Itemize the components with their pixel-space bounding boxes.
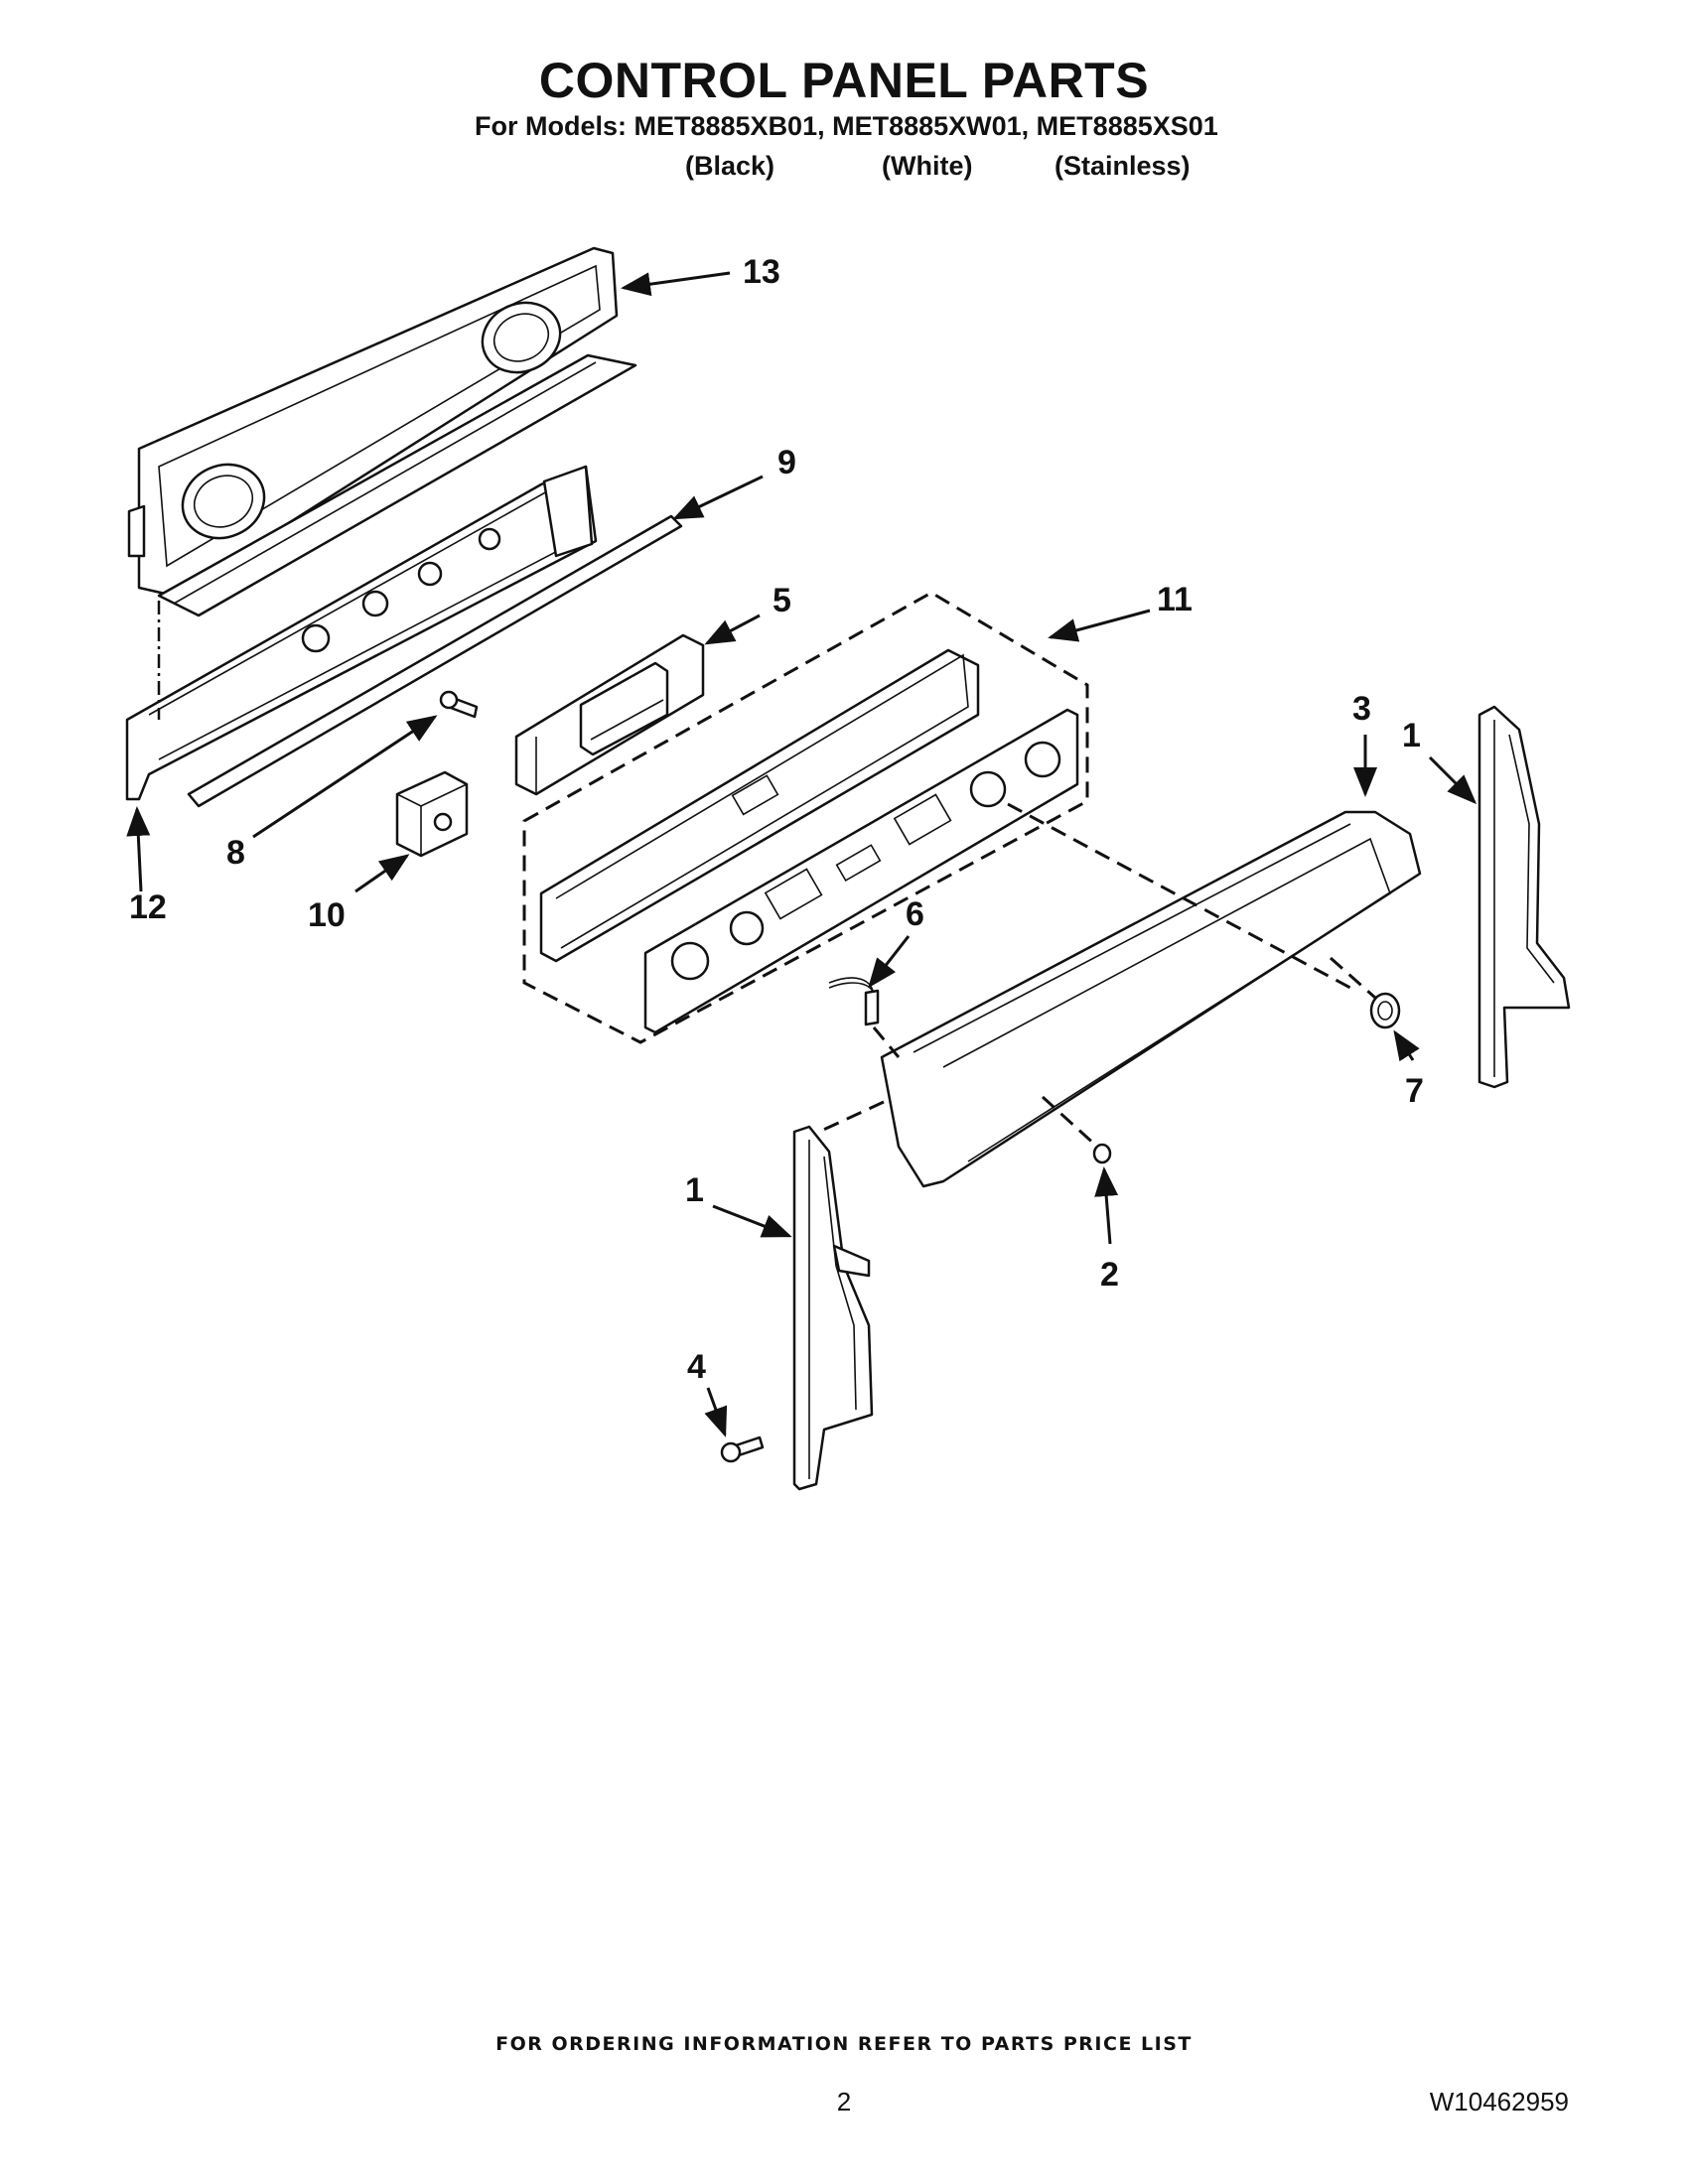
callout-8: 8 [226,834,245,872]
part-13-rear-panel [127,246,637,617]
ordering-note: FOR ORDERING INFORMATION REFER TO PARTS … [495,2033,1193,2055]
part-7-knob [1369,992,1401,1029]
variant-white: (White) [882,151,973,181]
part-10-switch [395,770,469,858]
part-9-trim-strip [187,514,683,808]
callout-1-left: 1 [685,1171,704,1209]
callout-4: 4 [687,1348,706,1386]
part-4-screw [720,1435,765,1463]
part-12-console-backsplash [125,465,598,801]
assembly-guide-lines [818,802,1376,1149]
page-number: 2 [836,2087,852,2116]
variant-stainless: (Stainless) [1055,151,1191,181]
callout-2: 2 [1100,1256,1119,1294]
document-number: W10462959 [1429,2087,1569,2116]
callout-6: 6 [906,895,924,933]
part-1-right-end-cap [1477,705,1571,1089]
callout-12: 12 [129,888,167,926]
part-2-screw [1092,1143,1112,1164]
callout-3: 3 [1352,690,1371,728]
callout-9: 9 [777,444,796,481]
callout-13: 13 [743,253,780,291]
callout-5: 5 [773,582,791,619]
models-line: For Models: MET8885XB01, MET8885XW01, ME… [475,111,1218,141]
part-3-trim-frame [880,810,1422,1188]
callout-7: 7 [1405,1072,1424,1110]
part-11-control-panel-assembly [522,591,1089,1044]
callout-11: 11 [1157,581,1193,618]
variant-black: (Black) [685,151,775,181]
part-5-control-board [514,633,705,796]
page-title: CONTROL PANEL PARTS [538,53,1150,108]
part-1-left-end-cap [792,1125,874,1491]
callout-10: 10 [308,896,346,934]
callout-1-right: 1 [1402,717,1421,754]
part-8-screw [439,690,479,719]
leader-lines [126,271,1477,1437]
part-6-wire-harness [828,977,880,1026]
